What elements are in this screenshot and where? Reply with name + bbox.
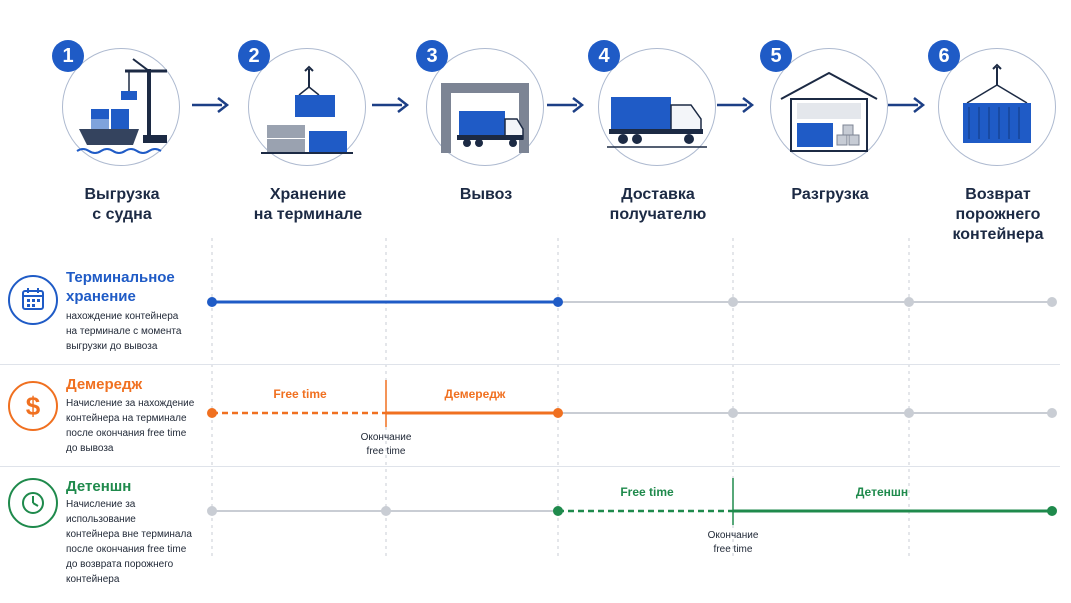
- arrow-right-icon: [717, 97, 755, 113]
- calendar-icon: [8, 275, 58, 325]
- arrow-right-icon: [888, 97, 926, 113]
- arrow-right-icon: [192, 97, 230, 113]
- step-number-badge: 4: [588, 40, 620, 72]
- row-title-demurrage: Демередж: [66, 376, 143, 393]
- warehouse-icon: [770, 48, 888, 166]
- step-number-badge: 5: [760, 40, 792, 72]
- free-time-label: Free time: [620, 485, 674, 499]
- gate-truck-icon: [426, 48, 544, 166]
- ship-unloading-icon: [62, 48, 180, 166]
- step-5: 5 Разгрузка: [760, 40, 900, 250]
- clock-icon: [8, 478, 58, 528]
- free-time-label: Free time: [273, 387, 327, 401]
- dollar-icon: $: [8, 381, 58, 431]
- step-number-badge: 6: [928, 40, 960, 72]
- arrow-right-icon: [547, 97, 585, 113]
- empty-container-return-icon: [938, 48, 1056, 166]
- step-label: Разгрузка: [791, 186, 869, 203]
- container-storage-icon: [248, 48, 366, 166]
- detention-label: Детеншн: [855, 485, 909, 499]
- row-divider: [0, 364, 1060, 365]
- row-title-detention: Детеншн: [66, 478, 132, 495]
- step-number-badge: 3: [416, 40, 448, 72]
- arrow-right-icon: [372, 97, 410, 113]
- step-3: 3 Вывоз: [416, 40, 556, 250]
- truck-delivery-icon: [598, 48, 716, 166]
- step-number-badge: 2: [238, 40, 270, 72]
- demurrage-label: Демередж: [444, 387, 506, 401]
- step-label: Вывоз: [459, 186, 513, 203]
- row-divider: [0, 466, 1060, 467]
- step-number-badge: 1: [52, 40, 84, 72]
